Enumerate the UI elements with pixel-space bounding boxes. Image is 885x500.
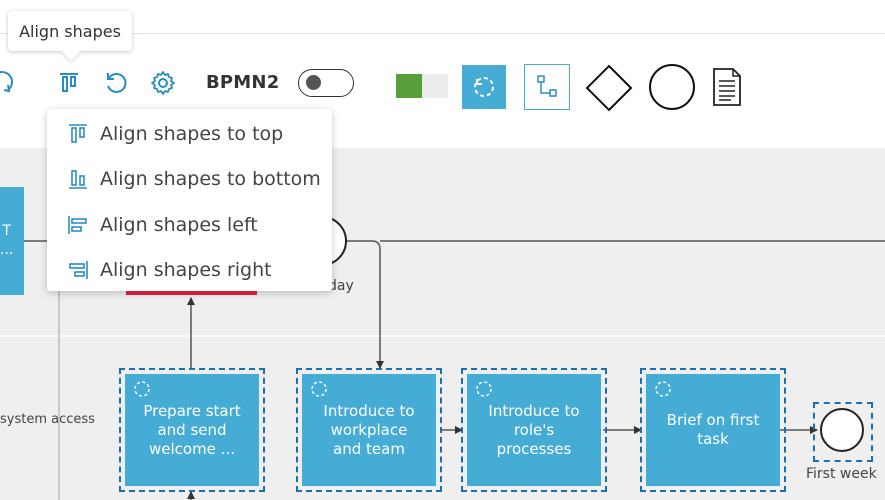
loop-icon (133, 380, 151, 403)
redo-icon[interactable] (0, 70, 14, 96)
loop-icon (475, 380, 493, 403)
color-swatch[interactable] (396, 74, 448, 98)
gateway-diamond-icon[interactable] (585, 64, 633, 112)
loop-task-icon[interactable] (462, 65, 506, 109)
align-shapes-button[interactable] (57, 71, 81, 95)
upper-task[interactable]: T ... (0, 187, 24, 295)
event-first-week-selection[interactable] (813, 402, 873, 462)
top-strip (0, 0, 885, 34)
bpmn-mode-toggle[interactable] (298, 69, 354, 97)
align-top-icon (67, 123, 89, 145)
loop-icon (654, 380, 672, 403)
mode-label: BPMN2 (206, 72, 280, 93)
toggle-knob (306, 75, 321, 90)
event-label-day: day (328, 278, 354, 294)
align-bottom-icon (67, 168, 89, 190)
document-icon[interactable] (712, 67, 742, 107)
lane-divider (0, 335, 885, 337)
subprocess-icon[interactable] (524, 64, 570, 110)
menu-item-align-left[interactable]: Align shapes left (47, 202, 332, 248)
loop-icon (310, 380, 328, 403)
align-shapes-menu: Align shapes to top Align shapes to bott… (47, 109, 332, 291)
pool-lane-boundary (58, 290, 60, 500)
gear-icon[interactable] (150, 70, 176, 96)
task-introduce-processes[interactable]: Introduce to role's processes (461, 368, 607, 492)
color-swatch-primary (396, 74, 422, 98)
task-brief-first[interactable]: Brief on first task (640, 368, 786, 492)
menu-item-align-top[interactable]: Align shapes to top (47, 111, 332, 157)
event-circle-icon[interactable] (648, 63, 696, 111)
menu-item-align-bottom[interactable]: Align shapes to bottom (47, 157, 332, 203)
menu-item-align-right[interactable]: Align shapes right (47, 248, 332, 294)
color-swatch-secondary (422, 74, 448, 98)
task-prepare-start[interactable]: Prepare start and send welcome ... (119, 368, 265, 492)
align-shapes-tooltip: Align shapes (8, 11, 132, 51)
reset-icon[interactable] (103, 70, 129, 96)
align-left-icon (67, 214, 89, 236)
task-introduce-workplace[interactable]: Introduce to workplace and team (296, 368, 442, 492)
align-right-icon (67, 259, 89, 281)
event-label-first-week: First week (806, 466, 877, 482)
lane-label: system access (0, 412, 95, 427)
